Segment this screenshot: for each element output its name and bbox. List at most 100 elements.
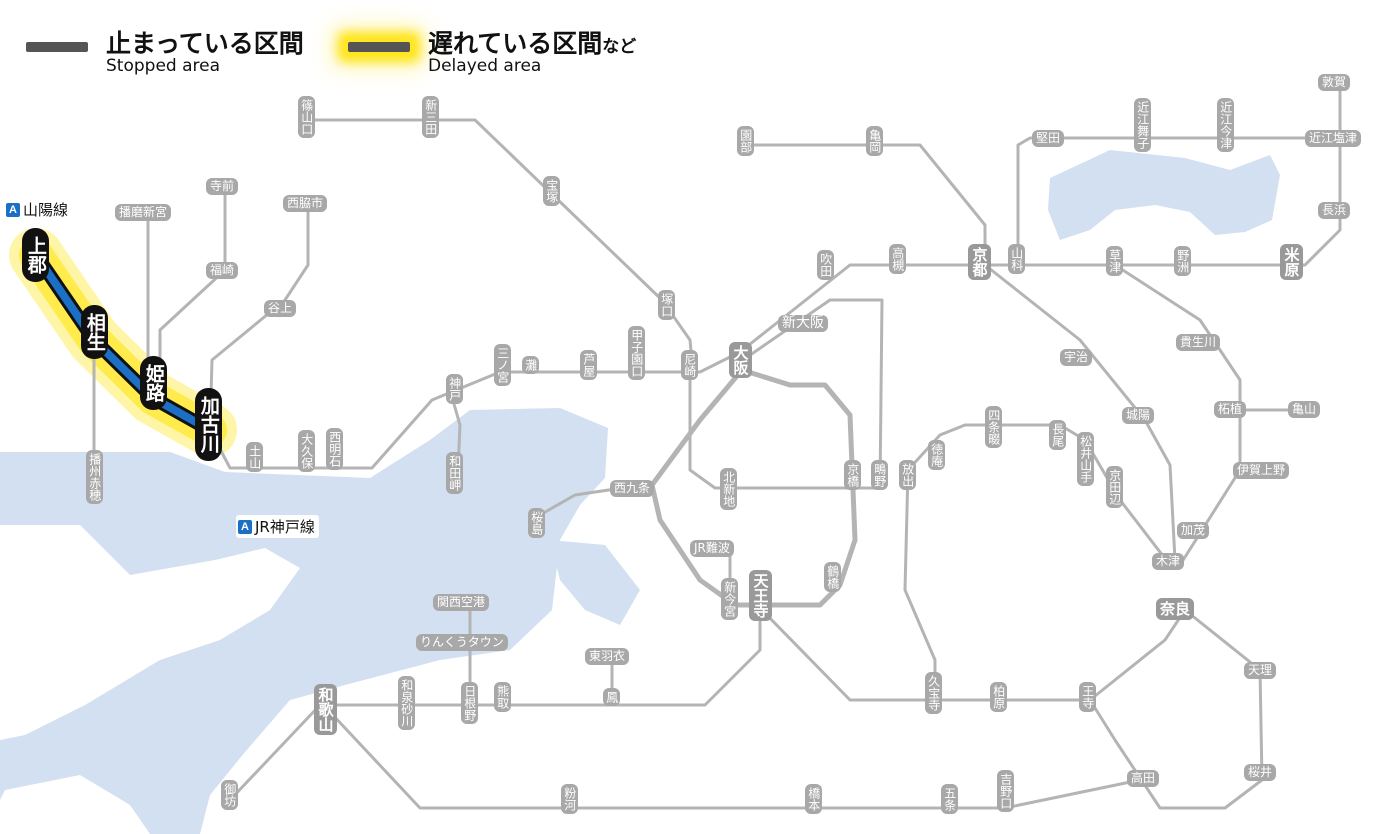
track-kusatsu: [1114, 263, 1242, 566]
water-areas: [0, 150, 1280, 834]
station-kibukawa[interactable]: 貴生川: [1176, 334, 1221, 351]
station-sonobe[interactable]: 園部: [737, 126, 754, 156]
station-aioi[interactable]: 相生: [81, 305, 108, 359]
station-suita[interactable]: 吹田: [817, 250, 834, 280]
station-nishikujo[interactable]: 西九条: [610, 480, 655, 497]
track-osaka-higashi: [903, 469, 937, 700]
station-banshu-ako[interactable]: 播州赤穂: [86, 450, 103, 504]
station-kameyama[interactable]: 亀山: [1288, 401, 1321, 418]
station-hineno[interactable]: 日根野: [461, 682, 478, 724]
station-fukusaki[interactable]: 福崎: [206, 262, 239, 279]
station-okubo[interactable]: 大久保: [298, 430, 315, 472]
station-takada[interactable]: 高田: [1127, 770, 1160, 787]
station-rinku-town[interactable]: りんくうタウン: [416, 634, 508, 651]
station-nagahama[interactable]: 長浜: [1318, 202, 1351, 219]
station-omi-maiko[interactable]: 近江舞子: [1134, 98, 1151, 152]
line-label-sanyo[interactable]: A 山陽線: [4, 198, 73, 221]
station-tsurahashi[interactable]: 鶴橋: [824, 562, 841, 592]
station-nara[interactable]: 奈良: [1156, 598, 1195, 620]
station-kyuhoji[interactable]: 久宝寺: [925, 672, 942, 714]
station-kokawa[interactable]: 粉河: [561, 784, 578, 814]
station-shin-sanda[interactable]: 新三田: [422, 96, 439, 138]
station-higashi-hagoromo[interactable]: 東羽衣: [585, 648, 630, 665]
station-iga-ueno[interactable]: 伊賀上野: [1233, 462, 1290, 479]
station-omi-imazu[interactable]: 近江今津: [1217, 98, 1234, 152]
station-matsuiyamate[interactable]: 松井山手: [1077, 432, 1094, 486]
station-kansai-airport[interactable]: 関西空港: [433, 594, 490, 611]
station-joyo[interactable]: 城陽: [1122, 407, 1155, 424]
station-tanikami[interactable]: 谷上: [264, 300, 297, 317]
station-dobo[interactable]: 土山: [246, 442, 263, 472]
station-amagasaki[interactable]: 尼崎: [681, 350, 698, 380]
station-shigino[interactable]: 鴫野: [871, 460, 888, 490]
station-kyoto[interactable]: 京都: [968, 244, 991, 280]
station-maibara[interactable]: 米原: [1280, 244, 1303, 280]
station-izumisunagawa[interactable]: 和泉砂川: [398, 676, 415, 730]
station-sakurajima[interactable]: 桜島: [528, 508, 545, 538]
station-tenri[interactable]: 天理: [1244, 662, 1277, 679]
station-kakogawa[interactable]: 加古川: [195, 388, 222, 461]
station-tsukaguchi[interactable]: 塚口: [658, 290, 675, 320]
station-hashimoto[interactable]: 橋本: [805, 784, 822, 814]
station-kobe[interactable]: 神戸: [446, 374, 463, 404]
station-tsuruga[interactable]: 敦賀: [1318, 74, 1351, 91]
station-takarazuka[interactable]: 宝塚: [543, 176, 560, 206]
station-kamo[interactable]: 加茂: [1177, 522, 1210, 539]
station-sakurai[interactable]: 桜井: [1244, 764, 1277, 781]
island: [0, 775, 150, 834]
station-omi-shiotsu[interactable]: 近江塩津: [1305, 130, 1362, 147]
station-uji[interactable]: 宇治: [1060, 349, 1093, 366]
station-koshienguchi[interactable]: 甲子園口: [628, 326, 645, 380]
station-tsuge[interactable]: 柘植: [1214, 401, 1247, 418]
station-kitashinchi[interactable]: 北新地: [720, 468, 737, 510]
track-kosei: [1016, 136, 1340, 265]
station-yasu[interactable]: 野洲: [1174, 246, 1191, 276]
track-wakayama: [328, 710, 1141, 810]
station-sasayamaguchi[interactable]: 篠山口: [298, 96, 315, 138]
line-a-icon: A: [238, 519, 252, 534]
track-sagano: [745, 143, 987, 265]
station-yoshinoguchi[interactable]: 吉野口: [997, 770, 1014, 812]
station-kizu[interactable]: 木津: [1152, 553, 1185, 570]
station-nishi-akashi[interactable]: 西明石: [326, 428, 343, 470]
station-himeji[interactable]: 姫路: [140, 356, 167, 410]
station-kusatsu[interactable]: 草津: [1106, 246, 1123, 276]
station-teramae[interactable]: 寺前: [206, 178, 239, 195]
station-kumatori[interactable]: 熊取: [494, 682, 511, 712]
station-otori[interactable]: 鳳: [603, 688, 620, 706]
station-kyotanabe[interactable]: 京田辺: [1106, 466, 1123, 508]
station-yamashina[interactable]: 山科: [1008, 244, 1025, 274]
station-tokuan[interactable]: 徳庵: [928, 440, 945, 470]
station-wadamisaki[interactable]: 和田岬: [446, 452, 463, 494]
station-gobo[interactable]: 御坊: [221, 780, 238, 810]
station-nada[interactable]: 灘: [522, 356, 539, 374]
station-sannomiya[interactable]: 三ノ宮: [494, 344, 511, 386]
station-nishiwakishi[interactable]: 西脇市: [283, 195, 328, 212]
station-shijonawate[interactable]: 四条畷: [985, 406, 1002, 448]
station-kamigori[interactable]: 上郡: [22, 228, 49, 282]
station-ashiya[interactable]: 芦屋: [580, 350, 597, 380]
line-label-kobe[interactable]: A JR神戸線: [236, 515, 319, 538]
track-hanwa: [228, 608, 762, 802]
track-gakkentoshi: [906, 423, 1172, 566]
station-gojo[interactable]: 五条: [941, 784, 958, 814]
track-tozai: [688, 298, 884, 490]
station-harima-shingu[interactable]: 播磨新宮: [115, 204, 172, 221]
station-shin-osaka[interactable]: 新大阪: [778, 315, 828, 332]
station-katata[interactable]: 堅田: [1032, 130, 1065, 147]
station-hanaten[interactable]: 放出: [899, 460, 916, 490]
station-osaka[interactable]: 大阪: [729, 342, 752, 378]
station-nagao[interactable]: 長尾: [1049, 420, 1066, 450]
station-wakayama[interactable]: 和歌山: [314, 684, 337, 735]
legend-stopped-en: Stopped area: [106, 56, 221, 76]
station-takatsuki[interactable]: 高槻: [889, 244, 906, 274]
station-oji[interactable]: 王寺: [1079, 682, 1096, 712]
station-jr-namba[interactable]: JR難波: [690, 540, 734, 557]
station-kameoka[interactable]: 亀岡: [866, 126, 883, 156]
station-tennoji[interactable]: 天王寺: [749, 570, 772, 621]
station-kyobashi[interactable]: 京橋: [844, 460, 861, 490]
delayed-swatch: [348, 42, 410, 52]
station-kashiwara[interactable]: 柏原: [990, 682, 1007, 712]
station-shin-imamiya[interactable]: 新今宮: [721, 578, 738, 620]
